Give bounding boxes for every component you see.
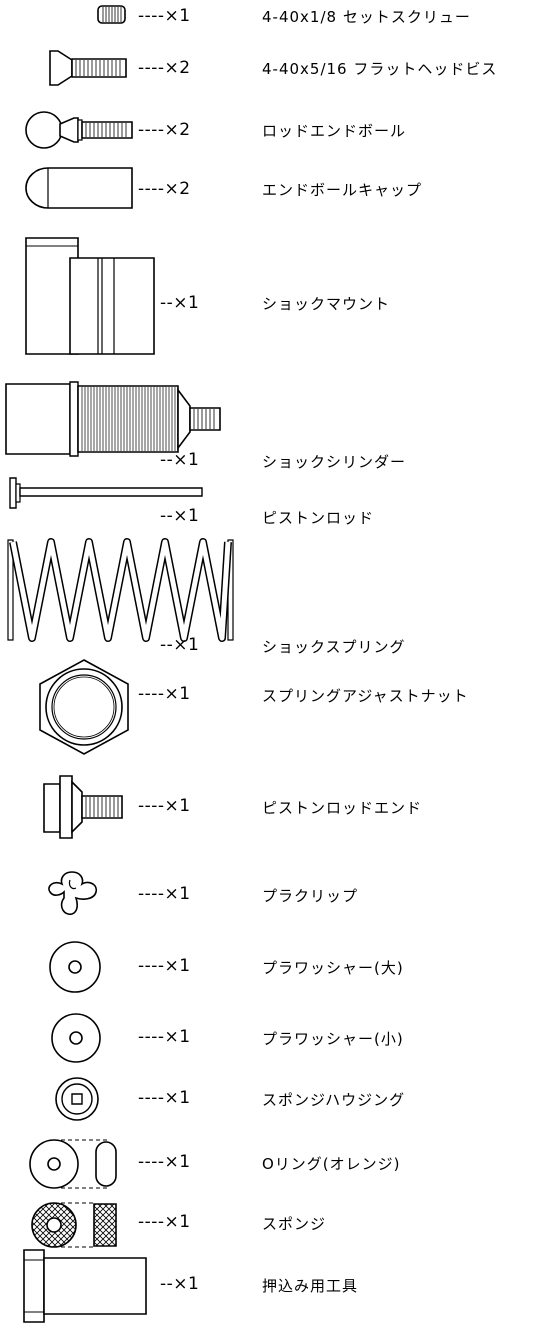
press-tool-icon bbox=[22, 1248, 150, 1324]
quantity-label: --×1 bbox=[160, 450, 200, 470]
part-name: ピストンロッド bbox=[262, 509, 375, 527]
part-row-adjust-nut: ----×1 スプリングアジャストナット bbox=[0, 656, 533, 760]
part-row-plastic-clip: ----×1 プラクリップ bbox=[0, 864, 533, 928]
washer-small-icon bbox=[50, 1012, 102, 1064]
quantity-label: --×1 bbox=[160, 293, 200, 313]
quantity-label: --×1 bbox=[160, 506, 200, 526]
part-name: ロッドエンドボール bbox=[262, 122, 407, 140]
part-name: 押込み用工具 bbox=[262, 1277, 359, 1295]
part-row-washer-small: ----×1 プラワッシャー(小) bbox=[0, 1006, 533, 1070]
part-row-sponge: ----×1 スポンジ bbox=[0, 1196, 533, 1258]
part-name: プラクリップ bbox=[262, 887, 359, 905]
part-row-set-screw: ----×1 4-40x1/8 セットスクリュー bbox=[0, 0, 533, 40]
part-row-shock-mount: --×1 ショックマウント bbox=[0, 236, 533, 360]
part-name: ショックスプリング bbox=[262, 638, 406, 656]
set-screw-icon bbox=[96, 4, 128, 26]
piston-rod-end-icon bbox=[42, 772, 126, 842]
quantity-label: ----×2 bbox=[138, 58, 191, 78]
part-row-washer-large: ----×1 プラワッシャー(大) bbox=[0, 936, 533, 1000]
shock-cylinder-icon bbox=[4, 376, 228, 460]
part-name: エンドボールキャップ bbox=[262, 181, 423, 199]
piston-rod-icon bbox=[6, 476, 206, 512]
quantity-label: ----×2 bbox=[138, 120, 191, 140]
flat-head-screw-icon bbox=[48, 50, 132, 86]
quantity-label: ----×1 bbox=[138, 884, 191, 904]
part-name: 4-40x5/16 フラットヘッドビス bbox=[262, 60, 498, 78]
shock-spring-icon bbox=[6, 538, 236, 642]
part-row-end-ball-cap: ----×2 エンドボールキャップ bbox=[0, 162, 533, 218]
o-ring-icon bbox=[28, 1138, 124, 1190]
part-name: スポンジハウジング bbox=[262, 1091, 406, 1109]
shock-mount-icon bbox=[24, 236, 158, 358]
part-row-shock-spring: --×1 ショックスプリング bbox=[0, 532, 533, 662]
sponge-icon bbox=[28, 1200, 124, 1250]
quantity-label: ----×1 bbox=[138, 6, 191, 26]
part-row-piston-rod: --×1 ピストンロッド bbox=[0, 476, 533, 527]
part-name: スポンジ bbox=[262, 1215, 327, 1233]
part-name: ショックシリンダー bbox=[262, 453, 407, 471]
quantity-label: ----×1 bbox=[138, 1152, 191, 1172]
part-name: ショックマウント bbox=[262, 295, 391, 313]
quantity-label: ----×1 bbox=[138, 684, 191, 704]
part-row-press-tool: --×1 押込み用工具 bbox=[0, 1246, 533, 1325]
sponge-housing-icon bbox=[54, 1076, 100, 1122]
part-name: 4-40x1/8 セットスクリュー bbox=[262, 8, 471, 26]
part-row-shock-cylinder: --×1 ショックシリンダー bbox=[0, 372, 533, 472]
quantity-label: --×1 bbox=[160, 635, 200, 655]
rod-end-ball-icon bbox=[24, 108, 136, 152]
quantity-label: --×1 bbox=[160, 1274, 200, 1294]
plastic-clip-icon bbox=[44, 868, 100, 920]
part-row-sponge-housing: ----×1 スポンジハウジング bbox=[0, 1072, 533, 1132]
quantity-label: ----×1 bbox=[138, 1088, 191, 1108]
quantity-label: ----×1 bbox=[138, 956, 191, 976]
part-row-flat-head-screw: ----×2 4-40x5/16 フラットヘッドビス bbox=[0, 44, 533, 94]
part-row-piston-rod-end: ----×1 ピストンロッドエンド bbox=[0, 768, 533, 848]
adjust-nut-icon bbox=[36, 658, 132, 756]
part-name: ピストンロッドエンド bbox=[262, 799, 423, 817]
part-name: スプリングアジャストナット bbox=[262, 687, 469, 705]
part-row-o-ring: ----×1 Oリング(オレンジ) bbox=[0, 1134, 533, 1196]
quantity-label: ----×1 bbox=[138, 796, 191, 816]
part-name: プラワッシャー(大) bbox=[262, 959, 404, 977]
quantity-label: ----×1 bbox=[138, 1212, 191, 1232]
part-name: Oリング(オレンジ) bbox=[262, 1155, 401, 1173]
end-ball-cap-icon bbox=[8, 166, 136, 212]
quantity-label: ----×1 bbox=[138, 1027, 191, 1047]
quantity-label: ----×2 bbox=[138, 179, 191, 199]
washer-large-icon bbox=[48, 940, 102, 994]
part-name: プラワッシャー(小) bbox=[262, 1030, 404, 1048]
part-row-rod-end-ball: ----×2 ロッドエンドボール bbox=[0, 104, 533, 154]
